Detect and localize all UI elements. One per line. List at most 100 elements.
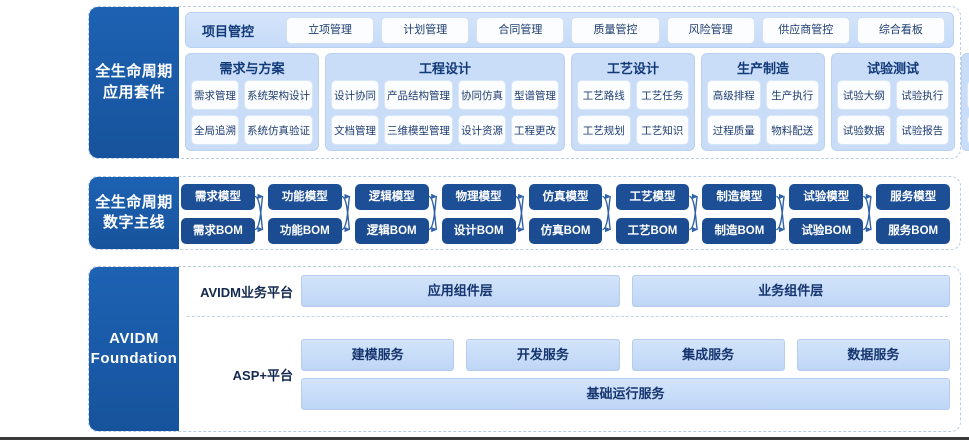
layer-bar[interactable]: 业务组件层: [631, 275, 950, 307]
thread-stage: 需求模型需求BOM: [180, 184, 255, 244]
thread-stage: 制造模型制造BOM: [702, 184, 777, 244]
group-leaf[interactable]: 试验大纲: [837, 80, 891, 110]
layer-bar[interactable]: 应用组件层: [301, 275, 620, 307]
business-platform-row: AVIDM业务平台 应用组件层 业务组件层: [185, 275, 950, 307]
group-leaf[interactable]: 三维模型管理: [384, 115, 453, 145]
group-title: 工程设计: [418, 61, 471, 76]
thread-model-box[interactable]: 制造模型: [702, 184, 777, 210]
asp-platform-row: ASP+平台 建模服务 开发服务 集成服务 数据服务 基础运行服务: [185, 326, 950, 423]
group-leaf[interactable]: 协同仿真: [458, 80, 506, 110]
group-leaf[interactable]: 试验报告: [895, 115, 949, 145]
thread-sidebar-line1: 全生命周期: [95, 193, 173, 211]
thread-model-box[interactable]: 功能模型: [267, 184, 342, 210]
thread-model-box[interactable]: 试验模型: [789, 184, 864, 210]
digital-thread-sidebar-label: 全生命周期 数字主线: [89, 177, 179, 249]
group-leaf[interactable]: 工艺任务: [635, 80, 689, 110]
group-process-design: 工艺设计 工艺路线 工艺任务 工艺规划 工艺知识: [571, 53, 695, 151]
group-testing: 试验测试 试验大纲 试验执行 试验数据 试验报告: [831, 53, 955, 151]
asp-platform-label: ASP+平台: [232, 368, 293, 383]
thread-bom-box[interactable]: 试验BOM: [789, 218, 864, 244]
thread-stage: 功能模型功能BOM: [267, 184, 342, 244]
group-leaf[interactable]: 设计资源: [458, 115, 506, 145]
project-management-row: 项目管控 立项管理 计划管理 合同管理 质量管控 风险管理 供应商管控 综合看板: [185, 12, 954, 48]
group-operations-support: 运维保障 服务计划 维修维护: [961, 53, 969, 151]
group-leaf[interactable]: 文档管理: [331, 115, 379, 145]
thread-stage: 试验模型试验BOM: [789, 184, 864, 244]
thread-model-box[interactable]: 工艺模型: [615, 184, 690, 210]
thread-sidebar-line2: 数字主线: [102, 214, 165, 231]
thread-connector-arrows: [254, 193, 873, 233]
group-title: 生产制造: [736, 61, 789, 76]
service-bar[interactable]: 建模服务: [301, 339, 455, 371]
suite-sidebar-line2: 应用套件: [102, 83, 165, 101]
project-management-title: 项目管控: [202, 23, 255, 39]
service-bar[interactable]: 开发服务: [466, 339, 620, 371]
group-title: 试验测试: [866, 61, 919, 76]
group-requirements: 需求与方案 需求管理 系统架构设计 全局追溯 系统仿真验证: [185, 53, 319, 151]
thread-bom-box[interactable]: 功能BOM: [267, 218, 342, 244]
foundation-body: AVIDM业务平台 应用组件层 业务组件层 ASP+平台 建模服务 开发服务 集…: [179, 267, 960, 431]
group-leaf[interactable]: 试验执行: [895, 80, 949, 110]
foundation-sidebar-line2: Foundation: [90, 350, 178, 367]
avidm-foundation-section: AVIDM Foundation AVIDM业务平台 应用组件层 业务组件层 A…: [88, 266, 961, 432]
group-leaf[interactable]: 过程质量: [707, 115, 761, 145]
suite-sidebar-line1: 全生命周期: [95, 63, 173, 81]
thread-bom-box[interactable]: 设计BOM: [441, 218, 516, 244]
foundation-sidebar-line1: AVIDM: [109, 329, 159, 347]
pm-item[interactable]: 计划管理: [381, 16, 470, 44]
thread-stage: 逻辑模型逻辑BOM: [354, 184, 429, 244]
service-bar[interactable]: 数据服务: [796, 339, 950, 371]
thread-bom-box[interactable]: 需求BOM: [180, 218, 255, 244]
runtime-bar[interactable]: 基础运行服务: [301, 378, 950, 410]
group-leaf[interactable]: 产品结构管理: [384, 80, 453, 110]
pm-item[interactable]: 综合看板: [856, 16, 945, 44]
thread-bom-box[interactable]: 逻辑BOM: [354, 218, 429, 244]
foundation-sidebar-label: AVIDM Foundation: [89, 267, 179, 431]
pm-item[interactable]: 立项管理: [286, 16, 375, 44]
group-leaf[interactable]: 物料配送: [765, 115, 819, 145]
thread-stage: 服务模型服务BOM: [876, 184, 951, 244]
capability-groups: 需求与方案 需求管理 系统架构设计 全局追溯 系统仿真验证 工程设计: [185, 53, 969, 151]
thread-model-box[interactable]: 仿真模型: [528, 184, 603, 210]
thread-stage: 物理模型设计BOM: [441, 184, 516, 244]
group-leaf[interactable]: 试验数据: [837, 115, 891, 145]
group-leaf[interactable]: 工艺路线: [577, 80, 631, 110]
thread-bom-box[interactable]: 工艺BOM: [615, 218, 690, 244]
thread-bom-box[interactable]: 服务BOM: [876, 218, 951, 244]
group-leaf[interactable]: 工艺规划: [577, 115, 631, 145]
group-leaf[interactable]: 工程更改: [511, 115, 559, 145]
group-leaf[interactable]: 型谱管理: [511, 80, 559, 110]
application-suite-section: 全生命周期 应用套件 项目管控 立项管理 计划管理 合同管理 质量管控 风险管理…: [88, 6, 969, 159]
service-bar[interactable]: 集成服务: [631, 339, 785, 371]
bottom-rule: [0, 437, 969, 440]
group-leaf[interactable]: 设计协同: [331, 80, 379, 110]
pm-item[interactable]: 质量管控: [571, 16, 660, 44]
group-engineering-design: 工程设计 设计协同 产品结构管理 协同仿真 型谱管理 文档管理 三维模型管理 设…: [325, 53, 565, 151]
group-leaf[interactable]: 生产执行: [765, 80, 819, 110]
thread-bom-box[interactable]: 仿真BOM: [528, 218, 603, 244]
group-title: 需求与方案: [219, 61, 285, 76]
business-platform-label: AVIDM业务平台: [200, 284, 293, 300]
pm-item[interactable]: 供应商管控: [761, 16, 850, 44]
thread-bom-box[interactable]: 制造BOM: [702, 218, 777, 244]
thread-stage: 仿真模型仿真BOM: [528, 184, 603, 244]
thread-model-box[interactable]: 服务模型: [876, 184, 951, 210]
application-suite-sidebar-label: 全生命周期 应用套件: [89, 7, 179, 158]
thread-model-box[interactable]: 物理模型: [441, 184, 516, 210]
thread-stage: 工艺模型工艺BOM: [615, 184, 690, 244]
group-leaf[interactable]: 系统架构设计: [244, 80, 313, 110]
thread-model-box[interactable]: 需求模型: [180, 184, 255, 210]
pm-item[interactable]: 合同管理: [476, 16, 565, 44]
group-leaf[interactable]: 高级排程: [707, 80, 761, 110]
pm-item[interactable]: 风险管理: [666, 16, 755, 44]
group-title: 工艺设计: [606, 61, 659, 76]
group-leaf[interactable]: 需求管理: [191, 80, 239, 110]
group-leaf[interactable]: 工艺知识: [635, 115, 689, 145]
group-leaf[interactable]: 系统仿真验证: [244, 115, 313, 145]
project-management-items: 立项管理 计划管理 合同管理 质量管控 风险管理 供应商管控 综合看板: [286, 16, 945, 44]
section-divider: [187, 316, 948, 317]
thread-model-box[interactable]: 逻辑模型: [354, 184, 429, 210]
group-leaf[interactable]: 全局追溯: [191, 115, 239, 145]
